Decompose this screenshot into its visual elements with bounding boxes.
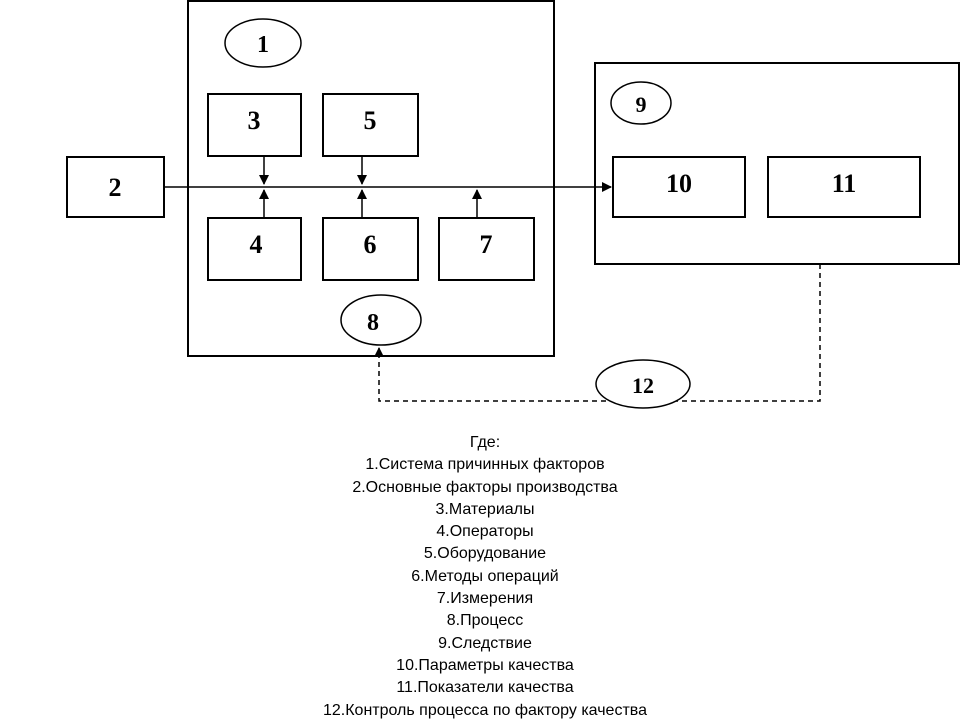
- box-10-label: 10: [666, 169, 692, 198]
- legend-item: 3.Материалы: [435, 500, 535, 518]
- legend-item: 7.Измерения: [436, 590, 534, 608]
- legend-item: 12.Контроль процесса по фактору качества: [322, 701, 647, 719]
- box-2-label: 2: [109, 173, 122, 202]
- legend-item: 1.Система причинных факторов: [365, 456, 605, 474]
- ellipse-8: [340, 294, 422, 346]
- ellipse-12-label: 12: [632, 373, 654, 398]
- box-3-label: 3: [248, 106, 261, 135]
- box-3: [207, 93, 302, 157]
- box-11-label: 11: [832, 169, 857, 198]
- legend: Где: 1.Система причинных факторов 2.Осно…: [230, 432, 740, 722]
- legend-item: 6.Методы операций: [411, 567, 559, 585]
- ellipse-1-label: 1: [257, 32, 269, 58]
- box-6: [322, 217, 419, 281]
- legend-item: 8.Процесс: [446, 612, 524, 630]
- legend-title: Где:: [469, 434, 501, 451]
- feedback-dashed-line: [374, 264, 821, 402]
- box-11: [767, 156, 921, 218]
- ellipse-9: [610, 81, 672, 125]
- effect-frame: [594, 62, 960, 265]
- legend-item: 4.Операторы: [436, 523, 534, 541]
- legend-item: 9.Следствие: [438, 634, 532, 652]
- cause-system-frame: [187, 0, 555, 357]
- ellipse-12: [595, 359, 691, 409]
- box-5-label: 5: [364, 106, 377, 135]
- box-10: [612, 156, 746, 218]
- legend-item: 11.Показатели качества: [396, 679, 574, 697]
- legend-item: 2.Основные факторы производства: [352, 478, 618, 496]
- box-5: [322, 93, 419, 157]
- box-7: [438, 217, 535, 281]
- ellipse-9-label: 9: [636, 92, 647, 117]
- legend-item: 5.Оборудование: [423, 545, 547, 563]
- box-7-label: 7: [480, 230, 493, 259]
- process-diagram: 2 3 5 4 6 7 1 8 9 10 11 12: [66, 0, 960, 409]
- box-6-label: 6: [364, 230, 377, 259]
- box-4: [207, 217, 302, 281]
- ellipse-8-label: 8: [367, 310, 379, 336]
- box-4-label: 4: [250, 230, 263, 259]
- legend-item: 10.Параметры качества: [396, 656, 574, 674]
- ellipse-1: [224, 18, 302, 68]
